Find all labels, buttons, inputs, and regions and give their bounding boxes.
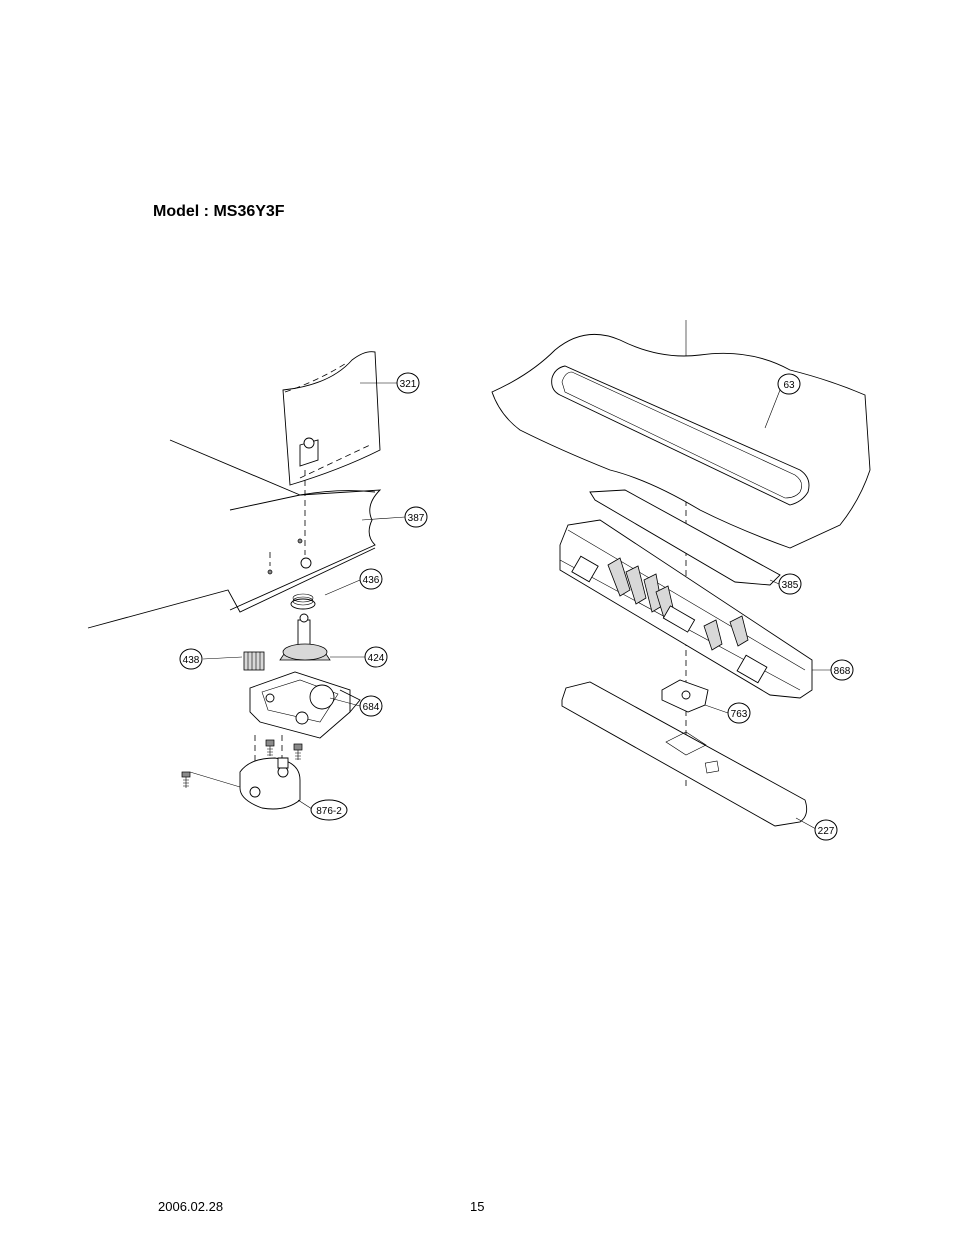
- screw-icon: [293, 743, 303, 760]
- right-assembly: [491, 320, 871, 827]
- callout-label: 763: [731, 709, 748, 720]
- screw-icon: [181, 771, 191, 788]
- callout-424: 424: [364, 646, 388, 668]
- callout-763: 763: [727, 702, 751, 724]
- callout-label: 385: [782, 580, 799, 591]
- page-number: 15: [470, 1199, 485, 1214]
- callout-868: 868: [830, 659, 854, 681]
- callout-label: 868: [834, 666, 851, 677]
- callout-label: 227: [818, 826, 835, 837]
- callout-436: 436: [359, 568, 383, 590]
- callout-label: 438: [183, 655, 200, 666]
- callout-label: 387: [408, 513, 425, 524]
- callout-385: 385: [778, 573, 802, 595]
- callout-876-2: 876-2: [310, 799, 348, 821]
- callout-438: 438: [179, 648, 203, 670]
- callout-321: 321: [396, 372, 420, 394]
- callout-label: 876-2: [316, 806, 342, 817]
- callout-63: 63: [777, 373, 801, 395]
- left-assembly: [87, 351, 382, 810]
- screw-icon: [265, 739, 275, 756]
- callout-label: 424: [368, 653, 385, 664]
- callout-label: 436: [363, 575, 380, 586]
- callout-label: 684: [363, 702, 380, 713]
- callout-227: 227: [814, 819, 838, 841]
- callout-387: 387: [404, 506, 428, 528]
- model-title: Model : MS36Y3F: [153, 203, 285, 220]
- callout-684: 684: [359, 695, 383, 717]
- callout-label: 63: [783, 380, 795, 391]
- callout-label: 321: [400, 379, 417, 390]
- leader-lines: [202, 382, 831, 830]
- footer-date: 2006.02.28: [158, 1199, 224, 1214]
